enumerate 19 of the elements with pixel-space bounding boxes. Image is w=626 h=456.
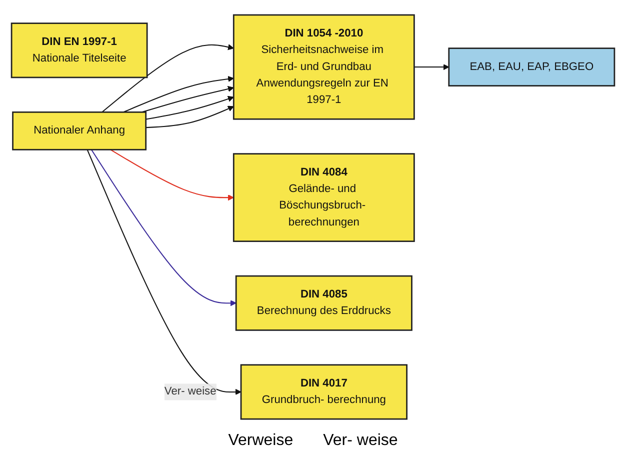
arrow xyxy=(102,44,234,113)
arrow xyxy=(146,96,234,120)
node-box: EAB, EAU, EAP, EBGEO xyxy=(448,48,616,86)
node-box: Nationaler Anhang xyxy=(12,111,147,150)
arrow xyxy=(146,106,234,128)
arrow xyxy=(90,149,236,306)
node-box: DIN 4017 Grundbruch- berechnung xyxy=(240,364,408,420)
node-box: DIN 4084 Gelände- und Böschungsbruch- berechnungen xyxy=(232,153,415,242)
note-label: Ver- weise xyxy=(323,432,398,450)
node-box: DIN 4085 Berechnung des Erddrucks xyxy=(235,275,412,331)
arrow xyxy=(86,149,242,396)
edge-label: Ver- weise xyxy=(164,386,216,398)
arrow xyxy=(142,86,234,113)
arrow xyxy=(123,76,234,113)
note-label: Verweise xyxy=(228,432,294,450)
arrow xyxy=(414,64,450,70)
arrow xyxy=(110,149,234,201)
node-box: DIN EN 1997-1 Nationale Titelseite xyxy=(10,22,148,78)
node-box: DIN 1054 -2010 Sicherheitsnachweise im Erd- und Grundbau Anwendungsregeln zur EN 1997-1 xyxy=(232,14,415,120)
